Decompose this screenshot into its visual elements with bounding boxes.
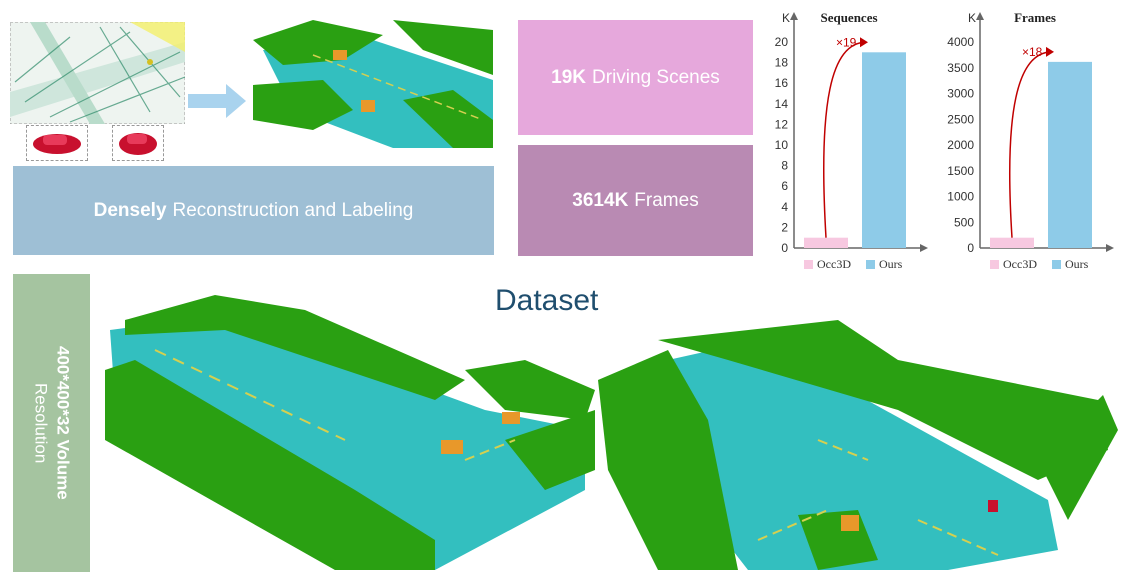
- bar-occ3d: [990, 237, 1034, 248]
- legend-swatch: [1052, 260, 1061, 269]
- frames-bold-label: 3614K: [572, 189, 629, 211]
- y-tick-label: 3500: [947, 61, 974, 75]
- legend-label: Ours: [1065, 257, 1089, 271]
- occupancy-scene-left: [105, 295, 595, 570]
- driving-scenes-panel: 19K Driving Scenes: [518, 20, 753, 135]
- y-tick-label: 12: [775, 117, 789, 131]
- legend-label: Occ3D: [1003, 257, 1037, 271]
- car-crop-1: [26, 125, 88, 161]
- y-tick-label: 3000: [947, 87, 974, 101]
- y-tick-label: 8: [781, 159, 788, 173]
- y-tick-label: 2500: [947, 112, 974, 126]
- reconstruction-image: [253, 20, 493, 148]
- multiplier-arrow: [1008, 51, 1053, 238]
- car-crop-2: [112, 125, 164, 161]
- y-axis-arrow: [790, 12, 798, 20]
- multiplier-label: ×18: [1022, 45, 1043, 59]
- legend-label: Ours: [879, 257, 903, 271]
- x-axis-arrow: [1106, 244, 1114, 252]
- y-tick-label: 1500: [947, 164, 974, 178]
- multiplier-arrowhead: [860, 37, 868, 48]
- densely-reconstruction-panel: Densely Reconstruction and Labeling: [13, 166, 494, 255]
- bar-ours: [862, 52, 906, 248]
- right-arrow-icon: [188, 84, 246, 118]
- y-tick-label: 0: [781, 241, 788, 255]
- densely-bold-label: Densely: [93, 199, 167, 221]
- legend-swatch: [866, 260, 875, 269]
- unit-label: K: [968, 11, 976, 25]
- legend-swatch: [990, 260, 999, 269]
- multiplier-label: ×19: [836, 35, 857, 49]
- bar-occ3d: [804, 237, 848, 248]
- y-tick-label: 16: [775, 76, 789, 90]
- resolution-line1: 400*400*32 Volume: [53, 346, 73, 500]
- y-tick-label: 2000: [947, 138, 974, 152]
- frames-rest-label: Frames: [634, 189, 699, 211]
- multiplier-arrowhead: [1046, 46, 1054, 57]
- resolution-label: 400*400*32 Volume Resolution: [30, 346, 74, 500]
- y-tick-label: 10: [775, 138, 789, 152]
- legend-swatch: [804, 260, 813, 269]
- multiplier-arrow: [822, 41, 867, 238]
- legend-label: Occ3D: [817, 257, 851, 271]
- unit-label: K: [782, 11, 790, 25]
- x-axis-arrow: [920, 244, 928, 252]
- frames-panel: 3614K Frames: [518, 145, 753, 256]
- frames-chart: Frames K 0 500 1000 1500 2000 2500 3000 3500 4000 ×…: [947, 10, 1114, 271]
- y-tick-label: 2: [781, 220, 788, 234]
- y-tick-label: 20: [775, 35, 789, 49]
- scenes-bold-label: 19K: [551, 66, 587, 88]
- y-tick-label: 500: [954, 215, 974, 229]
- y-tick-label: 14: [775, 97, 789, 111]
- point-cloud-image: [10, 22, 185, 124]
- y-tick-label: 18: [775, 56, 789, 70]
- resolution-panel: 400*400*32 Volume Resolution: [13, 274, 90, 572]
- y-tick-label: 1000: [947, 190, 974, 204]
- y-tick-label: 4000: [947, 35, 974, 49]
- car-icon: [119, 133, 157, 155]
- chart-title: Sequences: [820, 10, 877, 25]
- scenes-rest-label: Driving Scenes: [592, 66, 720, 88]
- occupancy-scene-right: [598, 320, 1118, 570]
- resolution-line2: Resolution: [31, 382, 51, 464]
- y-tick-label: 6: [781, 179, 788, 193]
- dataset-title: Dataset: [495, 284, 599, 317]
- densely-rest-label: Reconstruction and Labeling: [172, 199, 414, 221]
- chart-title: Frames: [1014, 10, 1056, 25]
- y-tick-label: 4: [781, 200, 788, 214]
- y-axis-arrow: [976, 12, 984, 20]
- bar-ours: [1048, 61, 1092, 249]
- car-icon: [33, 134, 81, 154]
- y-tick-label: 0: [967, 241, 974, 255]
